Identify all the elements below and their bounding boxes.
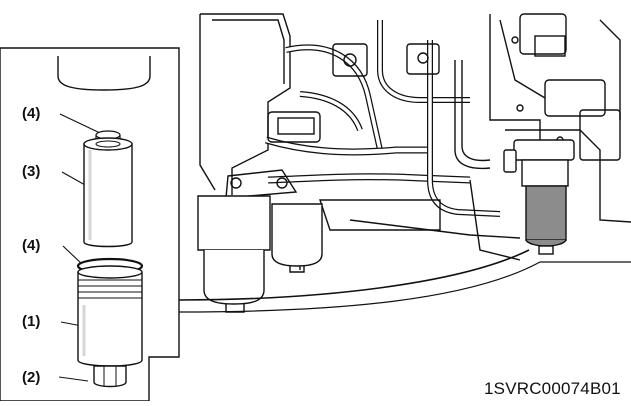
callout-seal-bowl: (4) [22, 237, 41, 254]
exploded-view-panel [0, 47, 180, 402]
filter-bowl [77, 265, 143, 367]
drain-plug [93, 365, 127, 388]
callout-element: (3) [22, 163, 41, 180]
engine-bay-illustration [178, 0, 631, 401]
figure-id-label: 1SVRC00074B01 [484, 379, 621, 398]
callout-bowl: (1) [22, 313, 41, 330]
callout-drain-plug: (2) [22, 369, 41, 386]
filter-element [83, 137, 133, 248]
callout-seal-top: (4) [22, 105, 41, 122]
